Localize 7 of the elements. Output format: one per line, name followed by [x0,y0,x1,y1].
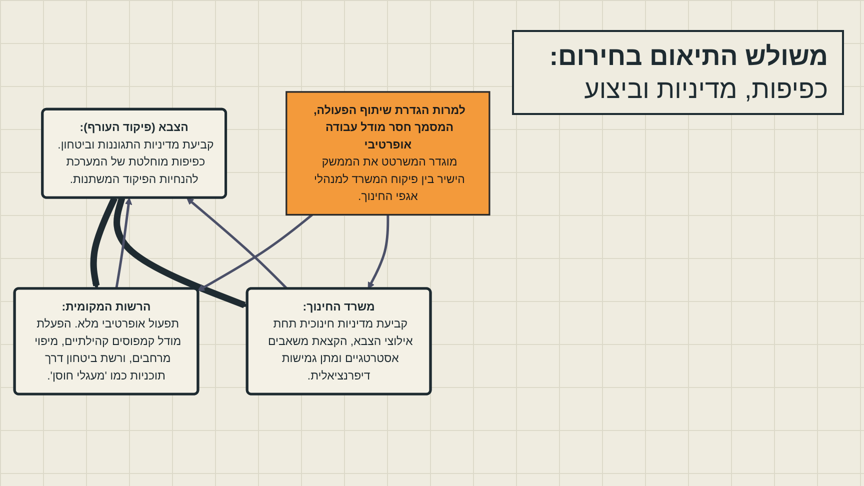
node-box: למרות הגדרת שיתוף הפעולה, המסמך חסר מודל עבודה אופרטיבי מוגדר המשרטט את הממשק הישיר בין פיקוח המשרד למנהלי אגפי החינוך. [286,91,490,216]
arrow [368,214,390,290]
arrow [90,196,118,290]
arrow [197,214,313,292]
arrow [114,197,248,308]
arrow [115,198,132,290]
title: משולש התיאום בחירום: כפיפות, מדיניות וביצוע [512,30,844,115]
